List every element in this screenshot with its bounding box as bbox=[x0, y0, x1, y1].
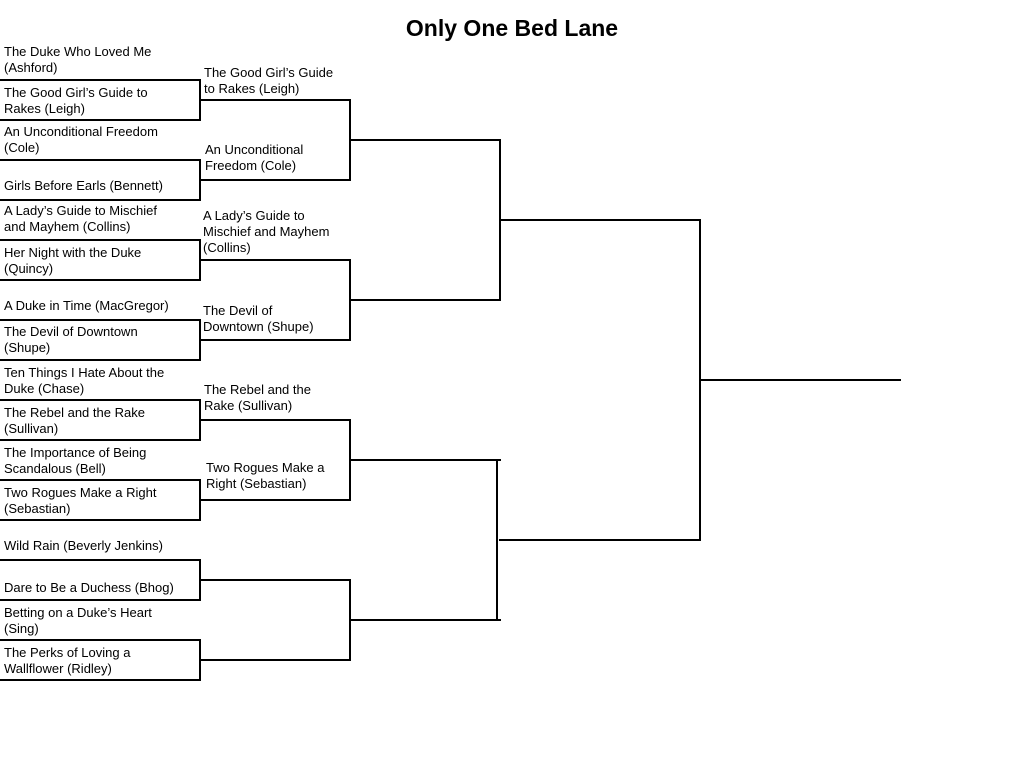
r1-entry-4: Girls Before Earls (Bennett) bbox=[4, 178, 163, 193]
r1-connector-4 bbox=[0, 319, 351, 361]
r2-entry-4: The Devil of Downtown (Shupe) bbox=[203, 303, 314, 334]
r1-entry-6: Her Night with the Duke (Quincy) bbox=[4, 245, 142, 276]
r1-connector-6 bbox=[0, 479, 351, 521]
r1-connector-5 bbox=[0, 399, 351, 441]
r1-connector-1 bbox=[0, 79, 351, 121]
r2-entry-5: The Rebel and the Rake (Sullivan) bbox=[204, 382, 311, 413]
r1-entry-9: Ten Things I Hate About the Duke (Chase) bbox=[4, 365, 165, 396]
r1-entry-2: The Good Girl’s Guide to Rakes (Leigh) bbox=[4, 85, 148, 116]
r1-entry-15: Betting on a Duke’s Heart (Sing) bbox=[4, 605, 152, 636]
r1-entry-1: The Duke Who Loved Me (Ashford) bbox=[4, 44, 152, 75]
r1-connector-7 bbox=[0, 559, 351, 601]
r1-entry-8: The Devil of Downtown (Shupe) bbox=[4, 324, 138, 355]
r2-entry-6: Two Rogues Make a Right (Sebastian) bbox=[206, 460, 325, 491]
r1-entry-13: Wild Rain (Beverly Jenkins) bbox=[4, 538, 163, 553]
r2-connector-2 bbox=[349, 259, 501, 341]
r1-entry-5: A Lady’s Guide to Mischief and Mayhem (C… bbox=[4, 203, 157, 234]
r2-connector-4 bbox=[349, 579, 501, 661]
r3-connector-2 bbox=[496, 459, 701, 621]
r1-entry-14: Dare to Be a Duchess (Bhog) bbox=[4, 580, 174, 595]
r1-entry-12: Two Rogues Make a Right (Sebastian) bbox=[4, 485, 157, 516]
r2-entry-1: The Good Girl’s Guide to Rakes (Leigh) bbox=[204, 65, 334, 96]
final-connector bbox=[699, 219, 901, 541]
r1-entry-7: A Duke in Time (MacGregor) bbox=[4, 298, 169, 313]
r1-entry-3: An Unconditional Freedom (Cole) bbox=[4, 124, 158, 155]
r1-connector-2 bbox=[0, 159, 351, 201]
r2-connector-1 bbox=[349, 99, 501, 181]
r1-entry-16: The Perks of Loving a Wallflower (Ridley… bbox=[4, 645, 131, 676]
r2-entry-2: An Unconditional Freedom (Cole) bbox=[205, 142, 304, 173]
bracket-title: Only One Bed Lane bbox=[405, 15, 619, 41]
r1-connector-3 bbox=[0, 239, 351, 281]
r2-entry-3: A Lady’s Guide to Mischief and Mayhem (C… bbox=[203, 208, 330, 255]
r1-connector-8 bbox=[0, 639, 351, 681]
r2-connector-3 bbox=[349, 419, 501, 501]
r3-connector-1 bbox=[499, 139, 701, 301]
r1-entry-11: The Importance of Being Scandalous (Bell… bbox=[4, 445, 147, 476]
r1-entry-10: The Rebel and the Rake (Sullivan) bbox=[4, 405, 145, 436]
